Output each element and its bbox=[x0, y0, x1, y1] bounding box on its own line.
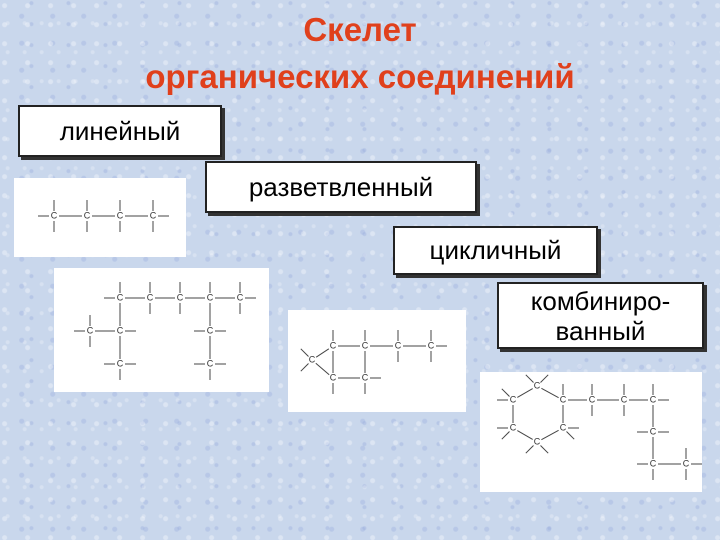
carbon-atom-label: C bbox=[150, 210, 157, 220]
carbon-atom-label: C bbox=[560, 422, 567, 432]
carbon-atom-label: C bbox=[330, 372, 337, 382]
label-combined: комбиниро- ванный bbox=[497, 282, 704, 349]
label-cyclic: цикличный bbox=[393, 226, 598, 275]
carbon-atom-label: C bbox=[330, 340, 337, 350]
combined-skeleton-panel: C C C C C C C C C C C C bbox=[480, 372, 702, 492]
bond-stub bbox=[525, 374, 534, 383]
carbon-atom-label: C bbox=[510, 394, 517, 404]
carbon-atom-label: C bbox=[650, 458, 657, 468]
carbon-atom-label: C bbox=[117, 210, 124, 220]
carbon-atom-label: C bbox=[51, 210, 58, 220]
carbon-atom-label: C bbox=[560, 394, 567, 404]
carbon-atom-label: C bbox=[207, 325, 214, 335]
carbon-atom-label: C bbox=[117, 292, 124, 302]
label-linear: линейный bbox=[18, 105, 222, 157]
label-branched: разветвленный bbox=[205, 161, 477, 213]
carbon-atom-label: C bbox=[362, 340, 369, 350]
bond-stub bbox=[540, 374, 549, 383]
carbon-atom-label: C bbox=[147, 292, 154, 302]
bond-stub bbox=[540, 445, 549, 454]
carbon-atom-label: C bbox=[84, 210, 91, 220]
label-combined-line-2: ванный bbox=[555, 315, 646, 346]
bond-line bbox=[517, 388, 533, 398]
carbon-atom-label: C bbox=[683, 458, 690, 468]
branched-skeleton-panel: C C C C C C C C C C bbox=[54, 268, 269, 392]
bond-stub bbox=[300, 348, 309, 357]
bond-line bbox=[517, 430, 533, 440]
bond-line bbox=[541, 387, 559, 399]
carbon-atom-label: C bbox=[207, 358, 214, 368]
carbon-atom-label: C bbox=[177, 292, 184, 302]
carbon-atom-label: C bbox=[117, 325, 124, 335]
slide-title-line-1: Скелет bbox=[303, 11, 417, 48]
combined-skeleton-diagram: C C C C C C C C C C C C bbox=[497, 374, 702, 480]
bond-stub bbox=[501, 431, 510, 440]
bond-line bbox=[541, 429, 559, 441]
carbon-atom-label: C bbox=[395, 340, 402, 350]
carbon-atom-label: C bbox=[621, 394, 628, 404]
carbon-atom-label: C bbox=[428, 340, 435, 350]
carbon-atom-label: C bbox=[117, 358, 124, 368]
carbon-atom-label: C bbox=[362, 372, 369, 382]
carbon-atom-label: C bbox=[650, 426, 657, 436]
bond-stub bbox=[525, 445, 534, 454]
bond-stub bbox=[501, 388, 510, 397]
carbon-atom-label: C bbox=[589, 394, 596, 404]
cyclic-skeleton-diagram: C C C C C C C bbox=[300, 330, 447, 394]
bond-line bbox=[315, 362, 330, 376]
label-combined-line-1: комбиниро- bbox=[530, 285, 671, 316]
bond-stub bbox=[300, 363, 309, 372]
branched-skeleton-diagram: C C C C C C C C C C bbox=[74, 282, 256, 380]
carbon-atom-label: C bbox=[207, 292, 214, 302]
carbon-atom-label: C bbox=[534, 380, 541, 390]
carbon-atom-label: C bbox=[534, 436, 541, 446]
carbon-atom-label: C bbox=[309, 354, 316, 364]
carbon-atom-label: C bbox=[650, 394, 657, 404]
bond-stub bbox=[566, 431, 575, 440]
carbon-atom-label: C bbox=[237, 292, 244, 302]
cyclic-skeleton-panel: C C C C C C C bbox=[288, 310, 466, 412]
carbon-atom-label: C bbox=[87, 325, 94, 335]
bond-line bbox=[315, 348, 330, 358]
carbon-atom-label: C bbox=[510, 422, 517, 432]
slide-title-line-2: органических соединений bbox=[145, 58, 575, 95]
